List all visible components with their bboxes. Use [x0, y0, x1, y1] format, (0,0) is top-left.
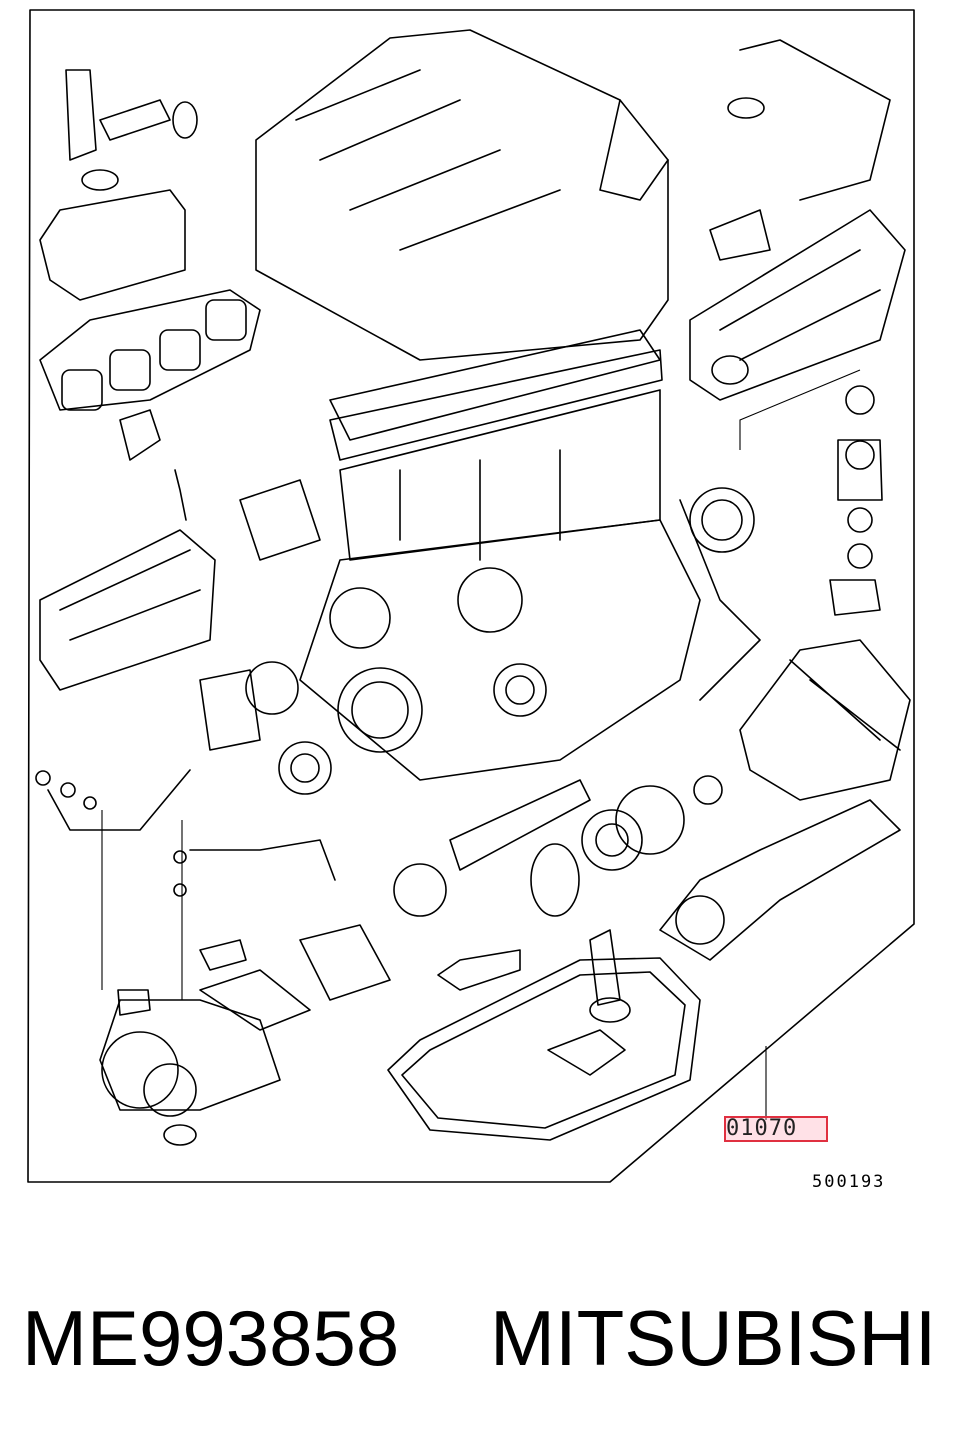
engine-gasket-kit-diagram — [27, 9, 915, 1183]
engine-block — [255, 29, 761, 781]
intake-manifold — [689, 39, 906, 616]
diagram-frame — [27, 9, 915, 1183]
turbocharger — [99, 924, 391, 1146]
injection-pump — [581, 639, 911, 961]
oil-pan — [387, 929, 701, 1141]
caption: ME993858 MITSUBISHI — [0, 1290, 960, 1400]
camshaft-pipe — [393, 779, 591, 917]
timing-cover — [329, 567, 547, 753]
brand-name: MITSUBISHI — [490, 1294, 937, 1382]
part-reference-label: 01070 — [724, 1116, 828, 1142]
drawing-number: 500193 — [812, 1172, 886, 1192]
part-number: ME993858 — [22, 1294, 400, 1382]
left-components — [35, 69, 336, 1000]
